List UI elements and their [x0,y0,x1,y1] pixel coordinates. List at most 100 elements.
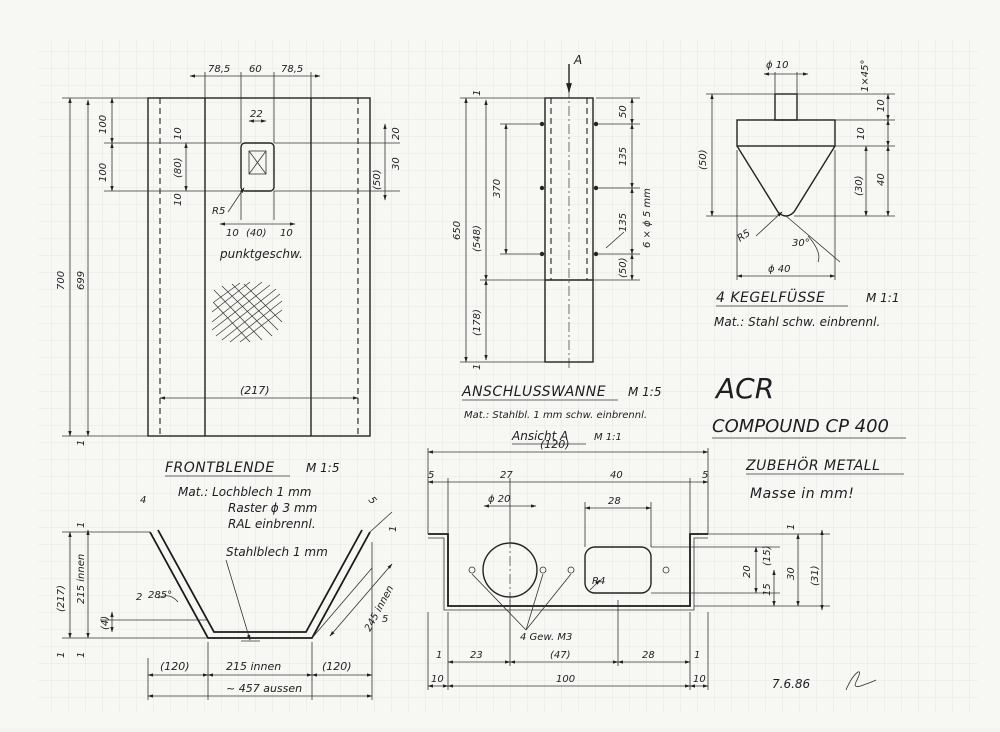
ansicht-a-scale: M 1:1 [594,432,622,443]
kf-mid-dim: (30) [854,175,865,196]
aa-base-1: 10 [431,674,444,685]
aa-bottom-2: 23 [470,650,483,661]
fb-slot-r-3: 30 [391,157,402,170]
anschlusswanne-view [460,64,640,370]
fb-sec-left-2: 215 innen [76,554,87,604]
kegelfuesse-material: Mat.: Stahl schw. einbrennl. [714,315,880,329]
fb-width-inner: (217) [240,384,270,397]
fb-sec-bottom-3: (120) [322,660,352,673]
frontblende-scale: M 1:5 [306,461,339,475]
fb-slot-v-2: (80) [173,157,184,178]
aa-slot-width: 28 [608,496,621,507]
aa-bottom-3: (47) [550,650,571,661]
perforation-hatch [211,281,283,343]
ansicht-a-title: Ansicht A [511,429,568,443]
fb-weld-note: punktgeschw. [219,247,303,261]
fb-sec-angle: 285° [148,590,172,601]
fb-sec-two: 2 [136,592,142,603]
fb-slot-h-2: (40) [246,228,267,239]
anschlusswanne-title: ANSCHLUSSWANNE [461,384,606,400]
fb-sec-one-3: 1 [76,652,87,658]
aa-top-2: 27 [500,470,513,481]
fb-height-total: 700 [56,271,67,290]
kf-right-3: 40 [876,173,887,186]
fb-slot-r-1: 20 [391,127,402,140]
aa-top-1: 5 [428,470,434,481]
fb-height-inner: 699 [76,271,87,290]
fb-slot-width: 22 [250,109,263,120]
aa-radius: R4 [592,576,605,587]
fb-slot-v-3: 10 [173,193,184,206]
fb-sec-right-five: 5 [366,495,379,507]
fb-left-dim-1: 100 [98,115,109,134]
aw-left-6: 1 [472,364,483,370]
view-marker-a: A [573,53,582,67]
fb-sec-one-2: 1 [56,652,67,658]
aw-left-4: 370 [492,179,503,198]
fb-top-dim-1: 78,5 [208,64,230,75]
aa-bottom-5: 1 [694,650,700,661]
kf-angle: 30° [792,238,810,249]
fb-slot-h-3: 10 [280,228,293,239]
aw-hole-note: 6 × ϕ 5 mm [642,188,653,248]
aa-bottom-4: 28 [642,650,655,661]
fb-bottom-one: 1 [76,440,87,446]
fb-sec-bottom-2: 215 innen [226,660,281,673]
aa-width-total: (120) [540,438,570,451]
kegelfuss-view [706,72,895,280]
frontblende-title: FRONTBLENDE [165,460,275,476]
fb-material-3: RAL einbrennl. [228,517,316,531]
aw-right-2: 135 [618,147,629,166]
category-label: ZUBEHÖR METALL [745,456,880,474]
kf-base-dia: ϕ 40 [768,264,791,275]
fb-top-dim-2: 60 [249,64,262,75]
aa-top-3: 40 [610,470,623,481]
ansicht-a-view [427,448,830,690]
aa-right-4: (15) [762,545,773,566]
aw-left-1: 1 [472,90,483,96]
fb-bottom-note: Stahlblech 1 mm [226,545,328,559]
aa-base-3: 10 [693,674,706,685]
frontblende-front-view [62,72,400,437]
units-note: Masse in mm! [750,486,854,502]
aw-right-4: (50) [618,257,629,278]
drawing-date: 7.6.86 [772,677,811,691]
kf-right-2: 10 [856,127,867,140]
fb-slot-h-1: 10 [226,228,239,239]
aw-right-3: 135 [618,213,629,232]
aw-left-5: (178) [472,309,483,336]
kf-right-1: 10 [876,99,887,112]
fb-sec-right-five-low: 5 [382,614,388,625]
signature [845,671,877,691]
aa-base-2: 100 [556,674,575,685]
aa-right-5: 30 [786,567,797,580]
fb-sec-left-1: (217) [56,585,67,612]
fb-sec-right-one: 1 [388,526,399,532]
aa-right-1: 1 [786,524,797,530]
anschlusswanne-material: Mat.: Stahlbl. 1 mm schw. einbrennl. [464,410,647,421]
kf-top-dia: ϕ 10 [766,60,789,71]
aa-right-2: 20 [742,565,753,578]
kegelfuesse-scale: M 1:1 [866,291,899,305]
fb-sec-left-3: (4) [100,616,111,630]
aa-hole-dia: ϕ 20 [488,494,511,505]
aw-right-1: 50 [618,105,629,118]
fb-radius: R5 [212,206,225,217]
kegelfuesse-title: 4 KEGELFÜSSE [716,288,825,306]
fb-sec-bottom-1: (120) [160,660,190,673]
fb-sec-four: 4 [140,495,146,506]
fb-material-2: Raster ϕ 3 mm [228,501,317,515]
aa-right-6: (31) [810,565,821,586]
aa-right-3: 15 [762,583,773,596]
frontblende-section-view [62,511,393,700]
kf-left-dim: (50) [698,149,709,170]
aw-left-2: 650 [452,221,463,240]
product-name: COMPOUND CP 400 [712,416,889,437]
company-name: ACR [714,372,774,405]
aw-left-3: (548) [472,225,483,252]
kf-chamfer: 1×45° [860,60,871,92]
fb-sec-overall: ~ 457 aussen [226,682,302,695]
fb-top-dim-3: 78,5 [281,64,303,75]
